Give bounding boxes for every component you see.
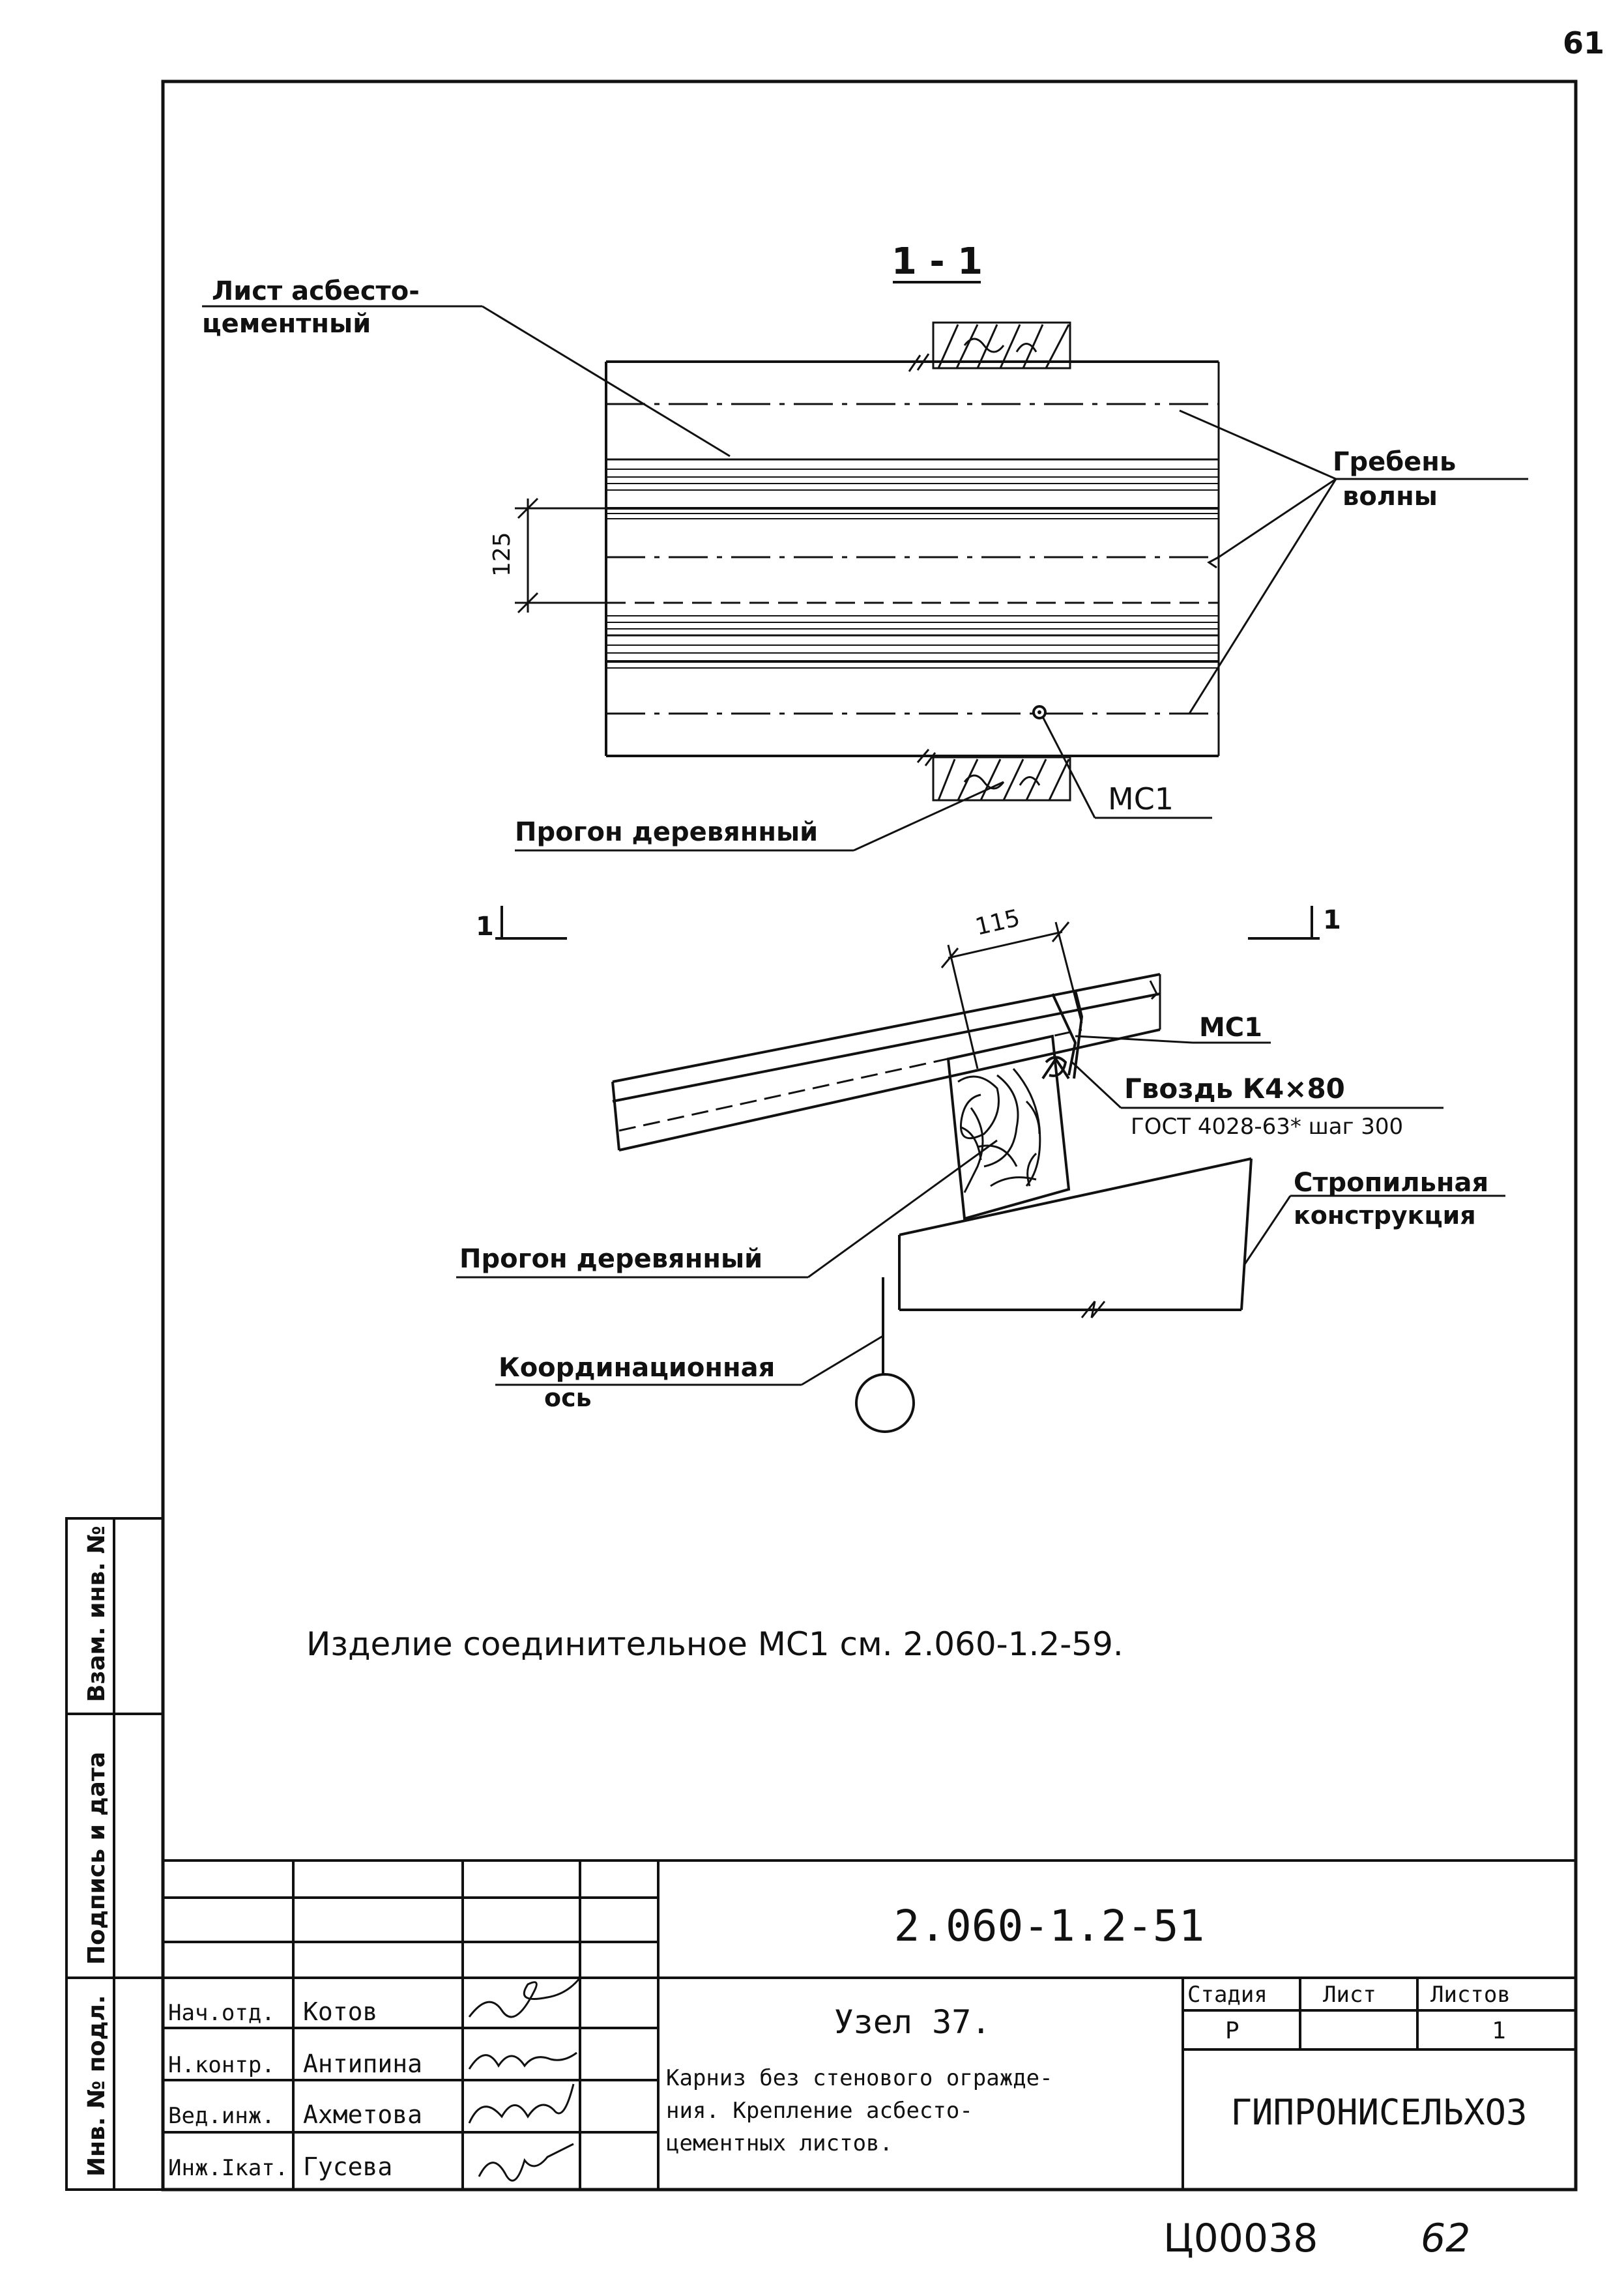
label-purlin-top: Прогон деревянный: [515, 817, 818, 847]
purlin-bottom-hatch: [916, 749, 1071, 802]
name-head: Котов: [303, 1997, 377, 2026]
leaders-section: [456, 1035, 1505, 1386]
name-lead-engineer: Ахметова: [303, 2100, 422, 2129]
label-mc1-top: МС1: [1108, 781, 1174, 817]
sheet-header: Лист: [1323, 1982, 1376, 2008]
dimension-125-text: 125: [489, 532, 515, 577]
label-crest-2: волны: [1342, 482, 1438, 512]
purlin-section: [946, 1034, 1071, 1221]
signatures: [468, 1977, 581, 2182]
name-engineer: Гусева: [303, 2152, 392, 2181]
side-label-signature: Подпись и дата: [83, 1752, 110, 1965]
dimension-115-text: 115: [973, 905, 1022, 940]
rafter-construction: [898, 1157, 1253, 1318]
dimension-125: [515, 497, 606, 614]
document-code: 2.060-1.2-51: [894, 1901, 1205, 1951]
label-sheet-1: Лист асбесто-: [212, 276, 420, 306]
role-engineer: Инж.Iкат.: [168, 2155, 288, 2181]
role-lead-engineer: Вед.инж.: [168, 2103, 275, 2129]
role-head: Нач.отд.: [168, 2000, 275, 2026]
drawing-frame: [161, 80, 1578, 2192]
title-line-4: цементных листов.: [666, 2130, 893, 2156]
label-crest-1: Гребень: [1333, 447, 1456, 477]
sheet-section: [611, 973, 1161, 1151]
section-mark-right: 1: [1323, 905, 1341, 935]
sheets-header: Листов: [1430, 1982, 1511, 2008]
dimension-115: [940, 921, 1083, 1069]
label-rafter-1: Стропильная: [1294, 1168, 1488, 1198]
label-mc1-bottom: МС1: [1199, 1013, 1262, 1043]
title-line-3: ния. Крепление асбесто-: [666, 2098, 973, 2124]
coordination-axis: [855, 1277, 915, 1433]
footer-page: 62: [1421, 2216, 1470, 2261]
sheet-plan: [605, 360, 1220, 757]
stage-value: Р: [1225, 2018, 1240, 2044]
label-rafter-2: конструкция: [1294, 1201, 1476, 1230]
title-line-1: Узел 37.: [834, 2003, 991, 2041]
label-nail-2: ГОСТ 4028-63* шаг 300: [1131, 1114, 1403, 1140]
footer-code: Ц00038: [1163, 2216, 1318, 2261]
section-marks: [495, 906, 1320, 940]
label-nail-1: Гвоздь К4×80: [1124, 1073, 1345, 1105]
note-text: Изделие соединительное МС1 см. 2.060-1.2…: [306, 1625, 1124, 1663]
sheets-value: 1: [1492, 2018, 1506, 2044]
name-control: Антипина: [303, 2049, 422, 2078]
side-label-replacement: Взам. инв. №: [83, 1526, 110, 1702]
section-title: 1 - 1: [892, 240, 983, 283]
organization: ГИПРОНИСЕЛЬХОЗ: [1230, 2092, 1527, 2133]
purlin-top-hatch: [908, 321, 1071, 372]
side-strip: [65, 1517, 164, 2191]
label-sheet-2: цементный: [202, 309, 371, 339]
side-label-inventory: Инв. № подл.: [83, 1995, 110, 2177]
label-axis-1: Координационная: [499, 1353, 775, 1383]
label-purlin-bottom: Прогон деревянный: [459, 1244, 762, 1274]
stage-header: Стадия: [1187, 1982, 1268, 2008]
role-control: Н.контр.: [168, 2052, 275, 2078]
title-line-2: Карниз без стенового огражде-: [666, 2065, 1053, 2091]
section-mark-left: 1: [476, 912, 494, 942]
page-number: 61: [1563, 25, 1604, 61]
leaders-top: [202, 305, 1528, 852]
title-block: [163, 1859, 1576, 2190]
label-axis-2: ось: [544, 1383, 592, 1412]
